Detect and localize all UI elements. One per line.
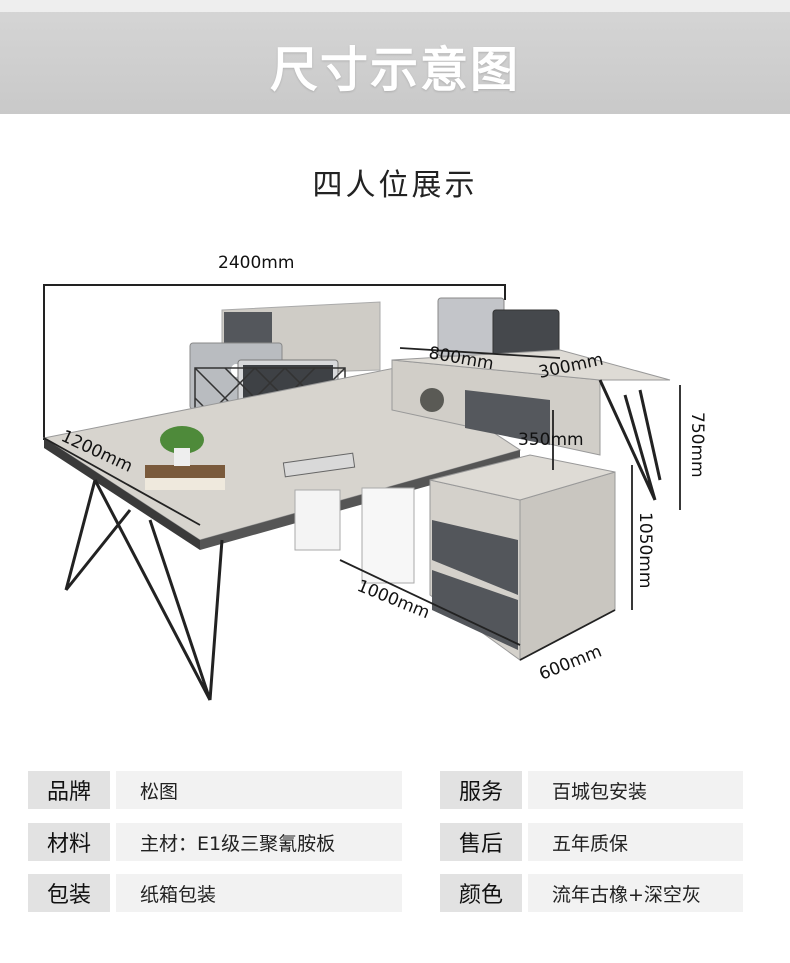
dimension-lines bbox=[43, 347, 681, 661]
spec-value: 五年质保 bbox=[528, 823, 743, 861]
header-banner: 尺寸示意图 bbox=[0, 0, 790, 114]
dim-total-width: 2400mm bbox=[218, 253, 294, 273]
keyboard bbox=[282, 452, 356, 478]
spec-value: 主材：E1级三聚氰胺板 bbox=[116, 823, 402, 861]
spec-label: 服务 bbox=[440, 771, 522, 809]
dim-cabinet-height: 1050mm bbox=[635, 512, 655, 588]
section-subtitle: 四人位展示 bbox=[312, 168, 478, 203]
spec-value: 纸箱包装 bbox=[116, 874, 402, 912]
spec-row-service: 服务 百城包安装 bbox=[440, 771, 743, 809]
top-shelf bbox=[391, 349, 671, 456]
spec-row-packaging: 包装 纸箱包装 bbox=[28, 874, 402, 912]
spec-label: 包装 bbox=[28, 874, 110, 912]
desk-illustration: 2400mm 1200mm 800mm 300mm 350mm 750mm 10… bbox=[42, 253, 707, 701]
side-cabinet bbox=[429, 454, 616, 661]
spec-value: 百城包安装 bbox=[528, 771, 743, 809]
spec-label: 品牌 bbox=[28, 771, 110, 809]
page-title: 尺寸示意图 bbox=[269, 42, 520, 98]
spec-row-color: 颜色 流年古橡+深空灰 bbox=[440, 874, 743, 912]
spec-value: 松图 bbox=[116, 771, 402, 809]
spec-row-aftersales: 售后 五年质保 bbox=[440, 823, 743, 861]
desk-legs bbox=[64, 379, 662, 701]
total-width-bracket bbox=[43, 284, 506, 440]
dim-shelf-height: 350mm bbox=[518, 430, 584, 450]
spec-label: 颜色 bbox=[440, 874, 522, 912]
spec-value: 流年古橡+深空灰 bbox=[528, 874, 743, 912]
spec-label: 材料 bbox=[28, 823, 110, 861]
spec-row-material: 材料 主材：E1级三聚氰胺板 bbox=[28, 823, 402, 861]
spec-row-brand: 品牌 松图 bbox=[28, 771, 402, 809]
dim-desk-height: 750mm bbox=[687, 412, 707, 478]
banner-strip bbox=[0, 0, 790, 12]
spec-label: 售后 bbox=[440, 823, 522, 861]
plant-decor bbox=[145, 426, 225, 490]
dim-cabinet-depth: 600mm bbox=[536, 642, 604, 685]
pc-towers bbox=[294, 487, 415, 584]
